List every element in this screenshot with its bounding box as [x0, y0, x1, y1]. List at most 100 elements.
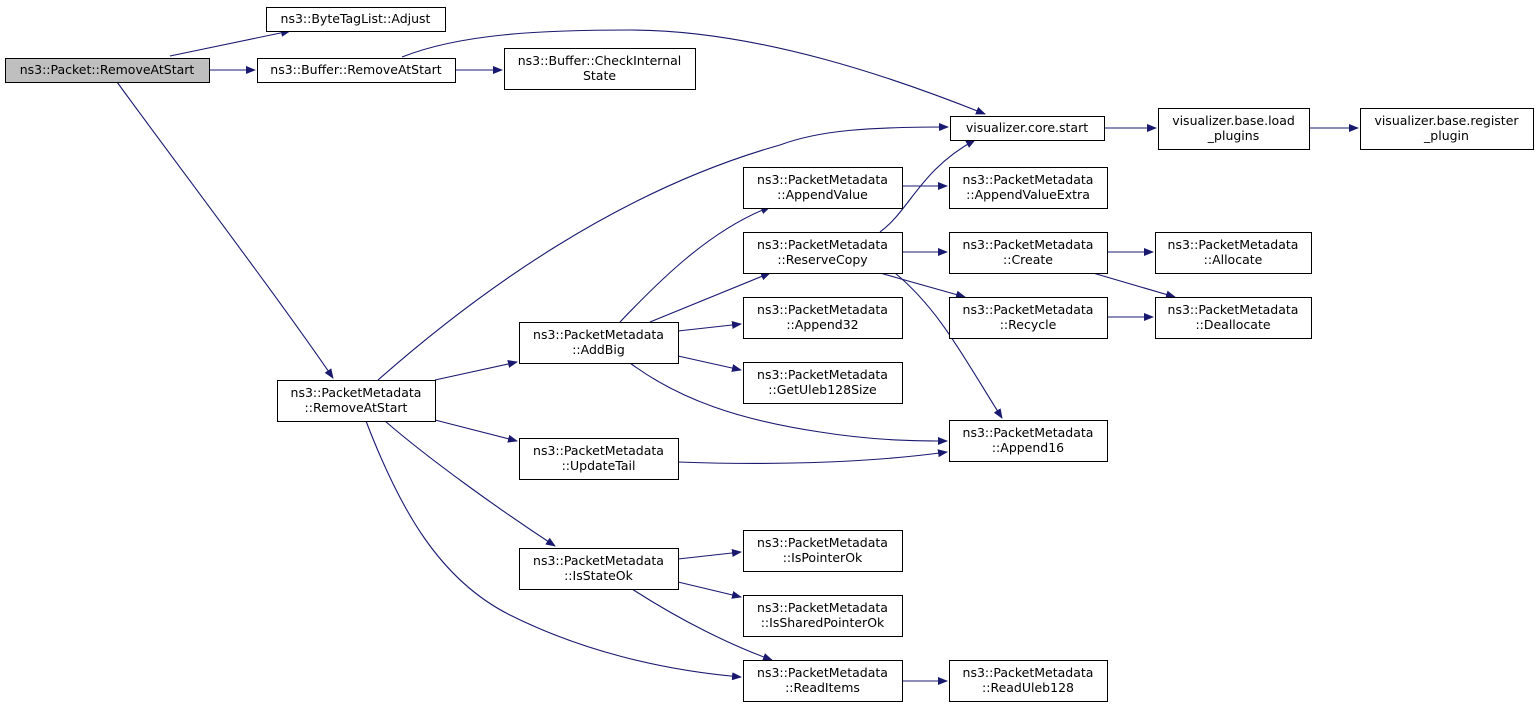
node-pm_appendvalueextra[interactable]: ns3::PacketMetadata::AppendValueExtra — [949, 167, 1108, 209]
node-pm_removeatstart[interactable]: ns3::PacketMetadata::RemoveAtStart — [277, 380, 436, 422]
node-label-line: ::RemoveAtStart — [305, 400, 408, 415]
node-label-line: ::ReadUleb128 — [982, 680, 1074, 695]
node-label-line: ns3::PacketMetadata — [963, 665, 1094, 680]
edge-pm_reservecopy-to-vis_core_start — [879, 139, 976, 233]
node-label-line: ::IsSharedPointerOk — [761, 615, 885, 630]
node-vis_base_load_plugins[interactable]: visualizer.base.load_plugins — [1158, 108, 1310, 150]
node-box — [743, 362, 903, 404]
node-box — [257, 58, 456, 83]
node-pm_getuleb128size[interactable]: ns3::PacketMetadata::GetUleb128Size — [743, 362, 903, 404]
node-label-line: ::ReadItems — [785, 680, 860, 695]
node-pm_updatetail[interactable]: ns3::PacketMetadata::UpdateTail — [519, 438, 679, 480]
node-box — [949, 167, 1108, 209]
edge-pm_removeatstart-to-pm_readitems — [365, 420, 742, 681]
node-label-line: ::Deallocate — [1195, 317, 1270, 332]
node-label-line: ns3::PacketMetadata — [963, 172, 1094, 187]
node-label-line: ns3::PacketMetadata — [757, 665, 888, 680]
node-label-line: ns3::PacketMetadata — [757, 535, 888, 550]
node-label-line: visualizer.base.register — [1374, 113, 1519, 128]
node-label-line: ns3::PacketMetadata — [757, 302, 888, 317]
node-label-line: ns3::Buffer::CheckInternal — [518, 53, 682, 68]
node-label-line: ns3::PacketMetadata — [533, 553, 664, 568]
edge-packet_removeatstart-to-pm_removeatstart — [116, 81, 334, 379]
node-box — [743, 595, 903, 637]
node-box — [949, 420, 1108, 462]
edge-pm_addbig-to-pm_appendvalue — [619, 206, 771, 323]
node-label-line: ns3::PacketMetadata — [1168, 302, 1299, 317]
node-label-line: ns3::PacketMetadata — [757, 367, 888, 382]
node-pm_addbig[interactable]: ns3::PacketMetadata::AddBig — [519, 322, 679, 364]
edge-pm_removeatstart-to-pm_updatetail — [434, 419, 518, 443]
node-box — [266, 7, 446, 32]
node-label-line: ns3::PacketMetadata — [963, 237, 1094, 252]
node-label-line: ns3::PacketMetadata — [291, 385, 422, 400]
node-label-line: ns3::PacketMetadata — [1168, 237, 1299, 252]
node-box — [743, 232, 903, 274]
node-pm_ispointerok[interactable]: ns3::PacketMetadata::IsPointerOk — [743, 530, 903, 572]
node-pm_isstateok[interactable]: ns3::PacketMetadata::IsStateOk — [519, 548, 679, 590]
node-box — [949, 297, 1108, 339]
node-label-line: ns3::PacketMetadata — [757, 172, 888, 187]
node-label-line: ::AddBig — [572, 342, 625, 357]
edge-pm_removeatstart-to-pm_addbig — [434, 360, 518, 381]
node-box — [950, 116, 1105, 141]
node-label-line: ns3::Packet::RemoveAtStart — [20, 62, 195, 77]
node-label-line: ns3::PacketMetadata — [757, 237, 888, 252]
node-label-line: ::IsPointerOk — [783, 550, 863, 565]
node-pm_readuleb128[interactable]: ns3::PacketMetadata::ReadUleb128 — [949, 660, 1108, 702]
edge-pm_reservecopy-to-pm_recycle — [879, 272, 966, 299]
node-box — [743, 530, 903, 572]
node-pm_allocate[interactable]: ns3::PacketMetadata::Allocate — [1155, 232, 1312, 274]
edge-pm_removeatstart-to-vis_core_start — [377, 123, 949, 381]
node-label-line: ::Append16 — [992, 440, 1064, 455]
node-label-line: ::UpdateTail — [562, 458, 636, 473]
edge-buffer_removeatstart-to-vis_core_start — [401, 29, 986, 115]
node-label-line: ns3::PacketMetadata — [533, 327, 664, 342]
node-buffer_removeatstart[interactable]: ns3::Buffer::RemoveAtStart — [257, 58, 456, 83]
node-pm_recycle[interactable]: ns3::PacketMetadata::Recycle — [949, 297, 1108, 339]
edges-layer — [116, 28, 1359, 685]
node-pm_readitems[interactable]: ns3::PacketMetadata::ReadItems — [743, 660, 903, 702]
node-label-line: ns3::PacketMetadata — [757, 600, 888, 615]
node-vis_core_start[interactable]: visualizer.core.start — [950, 116, 1105, 141]
node-label-line: ns3::ByteTagList::Adjust — [281, 11, 431, 26]
edge-pm_isstateok-to-pm_issharedpointerok — [677, 581, 742, 599]
edge-pm_isstateok-to-pm_ispointerok — [677, 549, 742, 560]
node-label-line: ::AppendValueExtra — [966, 187, 1090, 202]
node-vis_base_register_plugin[interactable]: visualizer.base.register_plugin — [1360, 108, 1534, 150]
node-label-line: ns3::PacketMetadata — [963, 425, 1094, 440]
node-box — [743, 297, 903, 339]
node-label-line: ::ReserveCopy — [777, 252, 868, 267]
node-box — [5, 58, 210, 83]
node-box — [743, 660, 903, 702]
node-label-line: ::Append32 — [786, 317, 858, 332]
node-box — [1360, 108, 1534, 150]
node-pm_deallocate[interactable]: ns3::PacketMetadata::Deallocate — [1155, 297, 1312, 339]
node-pm_append16[interactable]: ns3::PacketMetadata::Append16 — [949, 420, 1108, 462]
node-label-line: visualizer.core.start — [966, 120, 1088, 135]
node-label-line: ::Allocate — [1204, 252, 1263, 267]
node-box — [519, 322, 679, 364]
node-pm_create[interactable]: ns3::PacketMetadata::Create — [949, 232, 1108, 274]
node-pm_append32[interactable]: ns3::PacketMetadata::Append32 — [743, 297, 903, 339]
node-pm_reservecopy[interactable]: ns3::PacketMetadata::ReserveCopy — [743, 232, 903, 274]
node-bytetaglist_adjust[interactable]: ns3::ByteTagList::Adjust — [266, 7, 446, 32]
node-pm_appendvalue[interactable]: ns3::PacketMetadata::AppendValue — [743, 167, 903, 209]
node-label-line: ns3::PacketMetadata — [963, 302, 1094, 317]
node-label-line: ::Create — [1003, 252, 1053, 267]
node-box — [949, 232, 1108, 274]
edge-pm_reservecopy-to-pm_append16 — [894, 272, 1003, 419]
node-box — [743, 167, 903, 209]
edge-pm_create-to-pm_deallocate — [1092, 272, 1176, 299]
node-box — [277, 380, 436, 422]
node-box — [504, 48, 696, 90]
nodes-layer: ns3::Packet::RemoveAtStart ns3::ByteTagLi… — [5, 7, 1534, 702]
edge-pm_addbig-to-pm_getuleb128size — [677, 355, 742, 372]
edge-packet_removeatstart-to-bytetaglist_adjust — [169, 28, 291, 57]
node-pm_issharedpointerok[interactable]: ns3::PacketMetadata::IsSharedPointerOk — [743, 595, 903, 637]
edge-pm_updatetail-to-pm_append16 — [677, 449, 948, 464]
node-box — [949, 660, 1108, 702]
node-packet_removeatstart[interactable]: ns3::Packet::RemoveAtStart — [5, 58, 210, 83]
